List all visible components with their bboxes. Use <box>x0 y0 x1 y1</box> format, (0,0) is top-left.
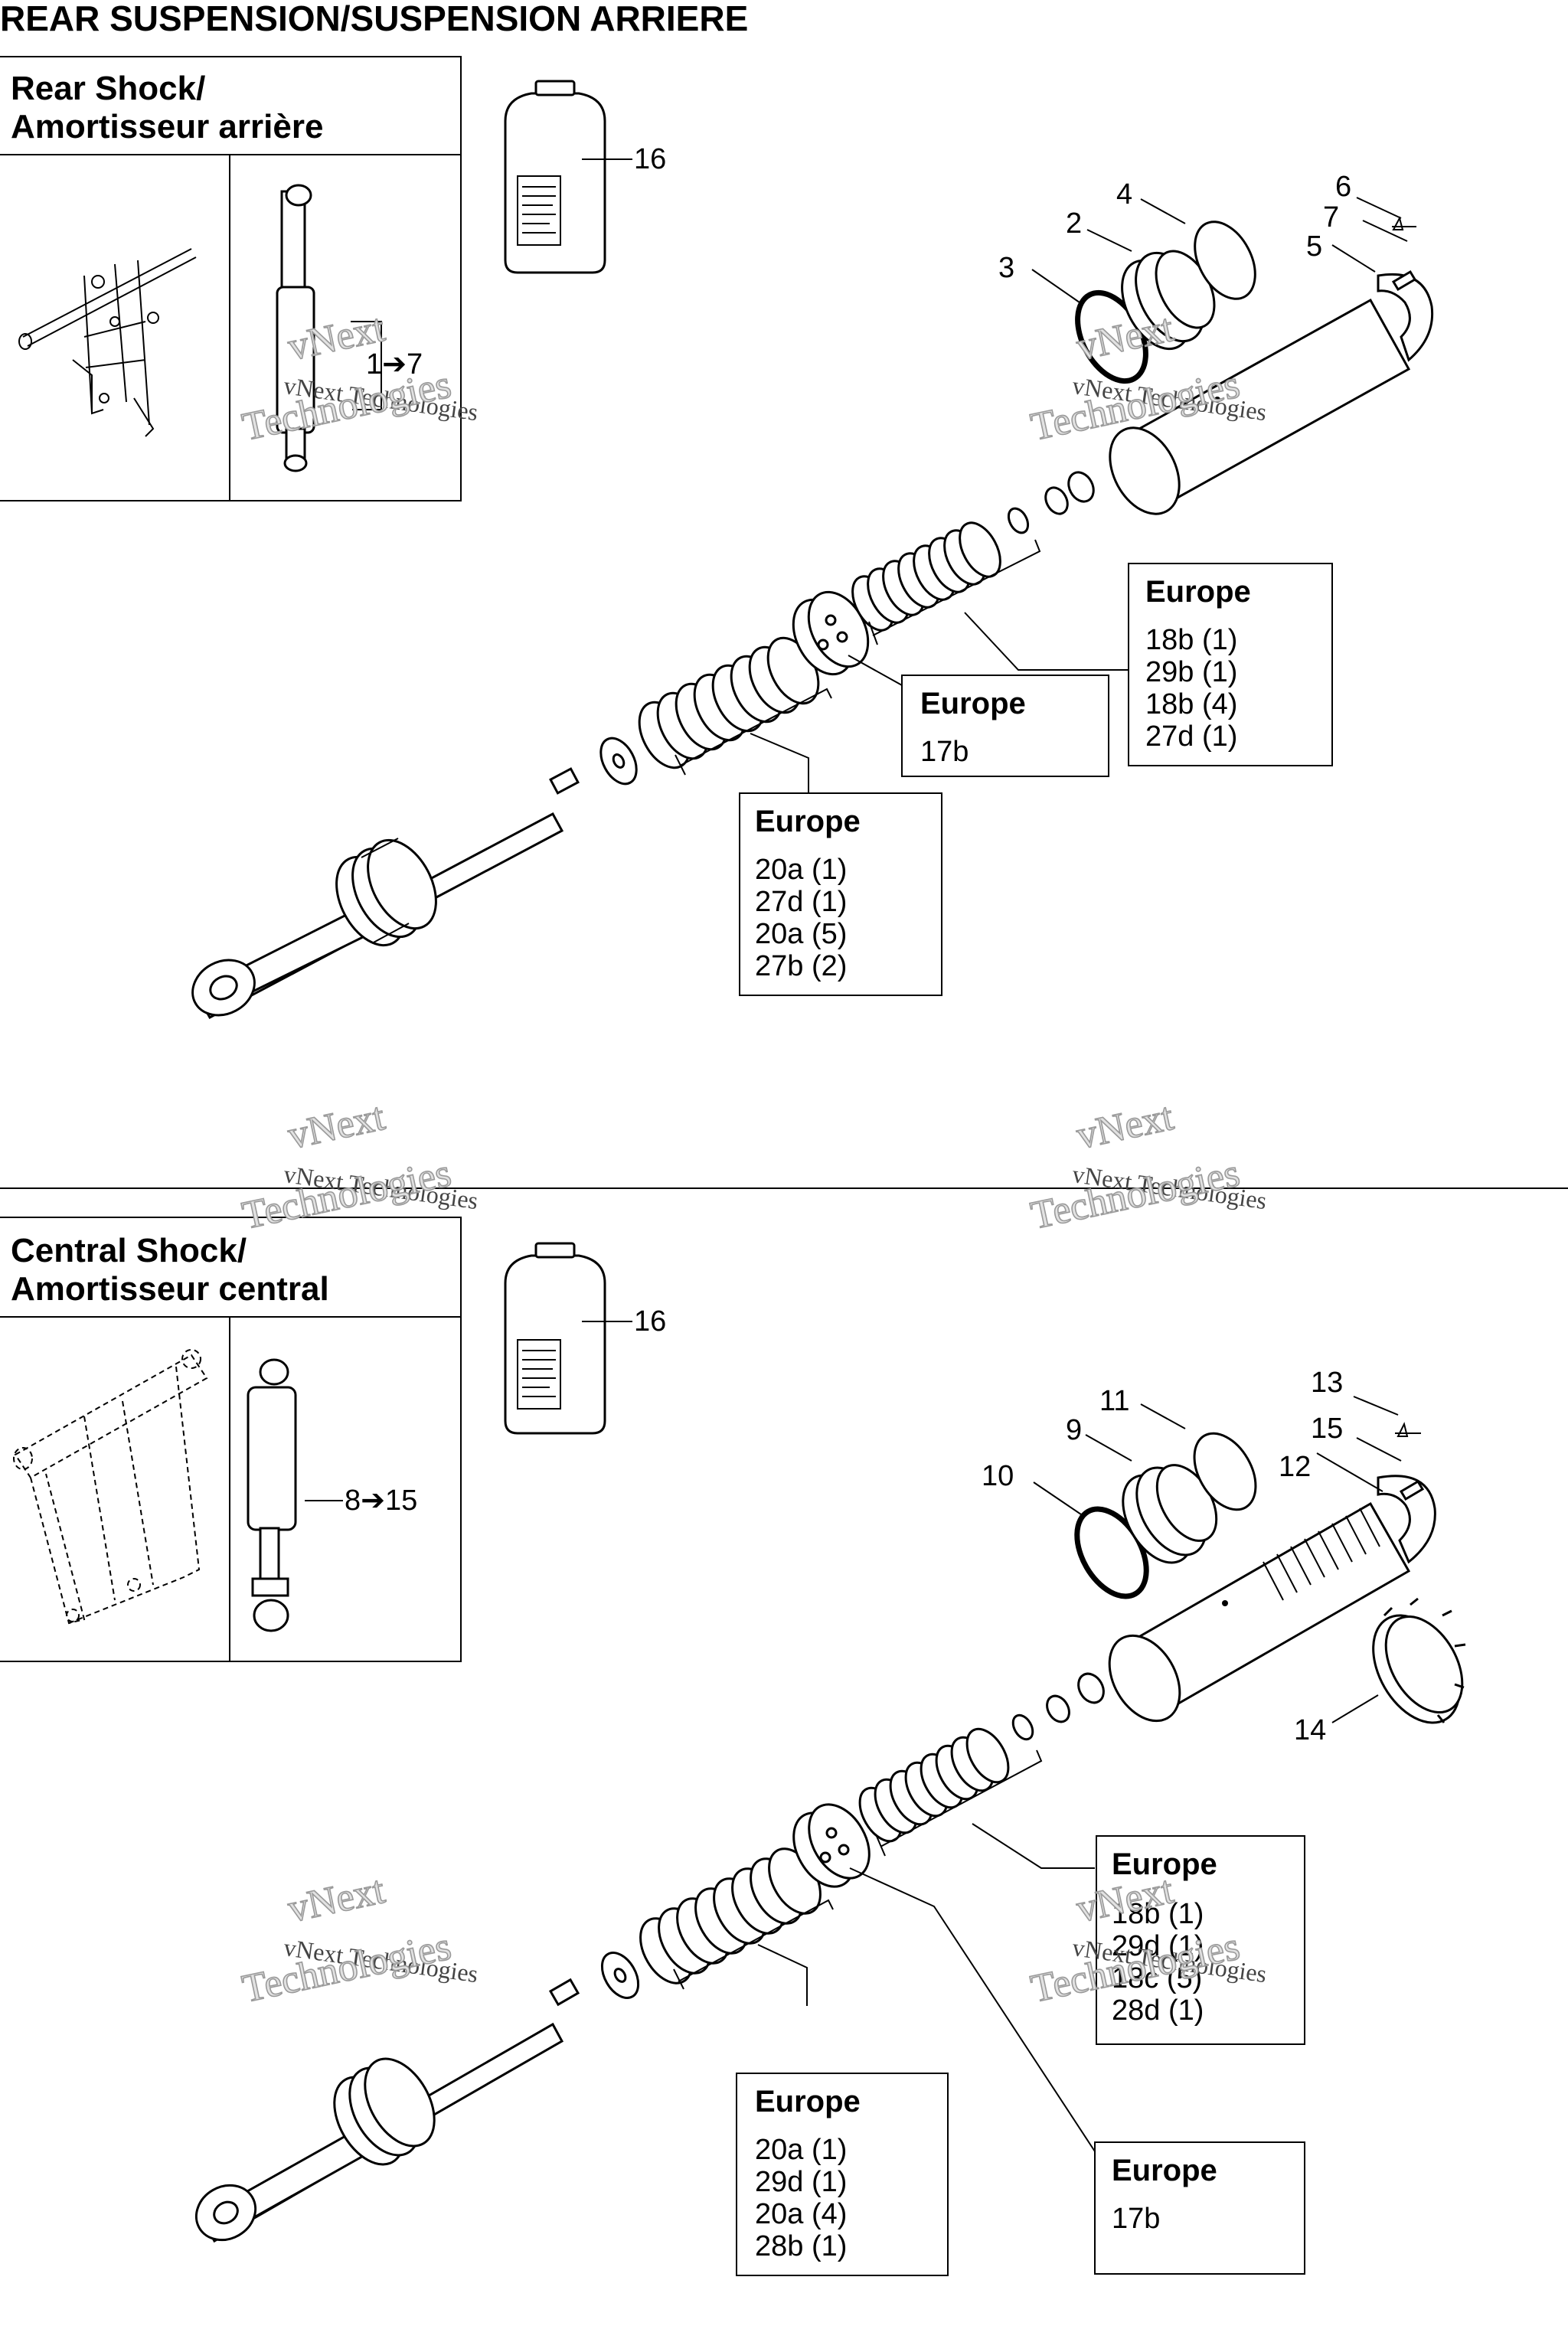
svg-text:20a (1): 20a (1) <box>755 2134 847 2166</box>
rear-shaft-assembly <box>191 767 580 1020</box>
section-central-shock: Central Shock/ Amortisseur central 8➔15 <box>0 1217 1466 2276</box>
svg-text:28b (1): 28b (1) <box>755 2230 847 2262</box>
rear-callout-leaders <box>675 197 1408 793</box>
svg-text:20a (1): 20a (1) <box>755 854 847 886</box>
central-piston <box>792 1803 871 1888</box>
oil-bottle-central <box>504 1242 606 1435</box>
central-europe-box-b: Europe 20a (1) 29d (1) 20a (4) 28b (1) <box>736 2073 949 2276</box>
central-shim-stack-large <box>639 1847 822 1984</box>
rear-header-line2: Amortisseur arrière <box>11 108 323 145</box>
callout-6: 6 <box>1335 171 1351 203</box>
central-callout-leaders <box>673 1396 1402 2152</box>
rear-shock-thumbnail <box>276 184 382 472</box>
callout-4: 4 <box>1116 178 1132 211</box>
svg-text:20a (5): 20a (5) <box>755 918 847 950</box>
watermark-5: vNext vNext Technologies Technologies <box>238 1867 480 2012</box>
svg-text:vNext: vNext <box>1073 306 1178 369</box>
central-oil-callout: 16 <box>634 1305 666 1338</box>
callout-7: 7 <box>1323 201 1339 234</box>
central-header-line1: Central Shock/ <box>11 1232 247 1269</box>
central-thumb-range: 8➔15 <box>345 1485 417 1517</box>
rear-shim-stack-small <box>851 521 1001 632</box>
rear-nut <box>1067 471 1095 503</box>
rear-thumb-range: 1➔7 <box>366 348 423 381</box>
svg-text:20a (4): 20a (4) <box>755 2198 847 2230</box>
svg-text:18b (1): 18b (1) <box>1145 624 1237 656</box>
svg-text:29d (1): 29d (1) <box>755 2166 847 2198</box>
page-title: REAR SUSPENSION/SUSPENSION ARRIERE <box>0 0 748 38</box>
central-europe-box-c: Europe 17b <box>1094 2141 1305 2275</box>
callout-3: 3 <box>998 252 1014 284</box>
watermark-4: vNext vNext Technologies Technologies <box>1027 1094 1269 1239</box>
section-rear-shock: Rear Shock/ Amortisseur arrière 1➔7 <box>0 56 1434 1020</box>
central-frame-thumbnail <box>13 1349 208 1625</box>
svg-text:Europe: Europe <box>755 805 861 838</box>
callout-5: 5 <box>1306 230 1322 263</box>
rear-disc <box>1194 220 1256 300</box>
svg-text:29b (1): 29b (1) <box>1145 656 1237 688</box>
central-europe-box-a: Europe 18b (1) 29d (1) 18c (5) 28d (1) <box>1096 1835 1305 2045</box>
svg-text:Europe: Europe <box>1145 575 1251 609</box>
central-lock-ring <box>1372 1597 1466 1724</box>
svg-text:vNext: vNext <box>1073 1095 1178 1158</box>
rear-europe-box-b: Europe 17b <box>901 675 1109 777</box>
callout-14: 14 <box>1294 1714 1326 1746</box>
rear-oil-callout: 16 <box>634 143 666 175</box>
watermark-3: vNext vNext Technologies Technologies <box>238 1094 480 1239</box>
svg-text:17b: 17b <box>1112 2203 1160 2235</box>
svg-text:27d (1): 27d (1) <box>1145 720 1237 753</box>
svg-text:Europe: Europe <box>755 2085 861 2118</box>
svg-text:17b: 17b <box>920 736 969 768</box>
svg-text:Technologies: Technologies <box>239 1925 455 2011</box>
rear-europe-box-a: Europe 18b (1) 29b (1) 18b (4) 27d (1) <box>1128 563 1333 766</box>
rear-header-line1: Rear Shock/ <box>11 70 205 107</box>
svg-text:28d (1): 28d (1) <box>1112 1994 1204 2027</box>
rear-shock-exploded <box>191 216 1434 1020</box>
central-shim-stack-small <box>858 1727 1010 1843</box>
rear-piston <box>792 590 870 676</box>
svg-text:vNext: vNext <box>284 1868 389 1931</box>
rear-small-washer <box>1007 507 1030 534</box>
callout-12: 12 <box>1279 1451 1311 1483</box>
watermark-1: vNext vNext Technologies Technologies <box>238 305 480 450</box>
callout-10: 10 <box>982 1460 1014 1492</box>
svg-text:vNext: vNext <box>284 1095 389 1158</box>
svg-text:18c (5): 18c (5) <box>1112 1962 1202 1994</box>
svg-text:27b (2): 27b (2) <box>755 950 847 982</box>
rear-shock-body <box>1109 273 1434 515</box>
rear-europe-box-c: Europe 20a (1) 27d (1) 20a (5) 27b (2) <box>739 792 942 996</box>
central-shock-exploded <box>194 1422 1466 2243</box>
central-shock-thumbnail <box>247 1358 297 1632</box>
svg-text:Europe: Europe <box>1112 1847 1217 1881</box>
svg-text:29d (1): 29d (1) <box>1112 1930 1204 1962</box>
callout-9: 9 <box>1066 1414 1082 1446</box>
svg-text:18b (4): 18b (4) <box>1145 688 1237 720</box>
callout-11: 11 <box>1099 1385 1129 1417</box>
svg-text:Technologies: Technologies <box>239 1152 455 1238</box>
svg-text:Technologies: Technologies <box>239 363 455 449</box>
callout-15: 15 <box>1311 1413 1343 1445</box>
rear-valve-screw <box>1392 216 1416 230</box>
rear-frame-thumbnail <box>18 248 197 437</box>
rear-shim-stack-large <box>638 636 820 769</box>
central-shaft-assembly <box>194 1978 580 2243</box>
svg-text:Europe: Europe <box>920 687 1026 720</box>
oil-bottle-rear <box>504 80 606 274</box>
svg-text:Europe: Europe <box>1112 2154 1217 2187</box>
svg-text:Technologies: Technologies <box>1027 1152 1243 1238</box>
svg-text:27d (1): 27d (1) <box>755 886 847 918</box>
central-shock-body <box>1108 1475 1436 1723</box>
callout-13: 13 <box>1311 1367 1343 1399</box>
svg-text:18b (1): 18b (1) <box>1112 1898 1204 1930</box>
callout-2: 2 <box>1066 207 1082 240</box>
central-header-line2: Amortisseur central <box>11 1270 329 1308</box>
